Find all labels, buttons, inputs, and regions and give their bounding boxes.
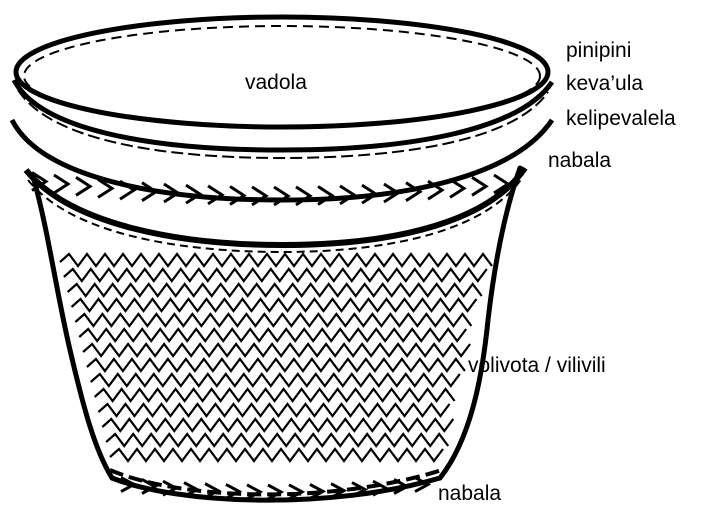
weave-row <box>95 389 455 401</box>
label-vadola: vadola <box>245 72 307 93</box>
weave-row <box>106 434 448 446</box>
weave-row <box>98 404 449 416</box>
weave-row <box>91 374 460 386</box>
chevron-mark <box>54 175 68 193</box>
nabala-bottom-chevrons <box>121 478 428 499</box>
volivota-weave <box>60 254 492 461</box>
label-pinipini: pinipini <box>566 40 631 61</box>
weave-row <box>110 449 443 461</box>
chevron-mark <box>472 177 486 195</box>
chevron-mark <box>268 485 281 499</box>
chevron-mark <box>247 485 260 499</box>
weave-row <box>75 314 471 326</box>
label-kevaula: keva’ula <box>566 73 643 94</box>
weave-row <box>68 284 482 296</box>
basket-left-side <box>34 180 112 478</box>
label-volivota-vilivili: volivota / vilivili <box>468 355 606 376</box>
weave-row <box>79 329 466 341</box>
chevron-mark <box>318 187 332 205</box>
label-kelipevalela: kelipevalela <box>566 108 676 129</box>
label-nabala-bottom: nabala <box>438 483 501 504</box>
chevron-mark <box>76 177 90 195</box>
weave-row <box>72 299 477 311</box>
chevron-mark <box>230 187 244 205</box>
weave-row <box>102 419 453 431</box>
chevron-mark <box>450 179 464 197</box>
weave-row <box>83 344 470 356</box>
label-nabala-top: nabala <box>548 150 611 171</box>
weave-row <box>87 359 465 371</box>
weave-row <box>60 254 492 266</box>
weave-row <box>64 269 487 281</box>
chevron-mark <box>340 186 354 204</box>
